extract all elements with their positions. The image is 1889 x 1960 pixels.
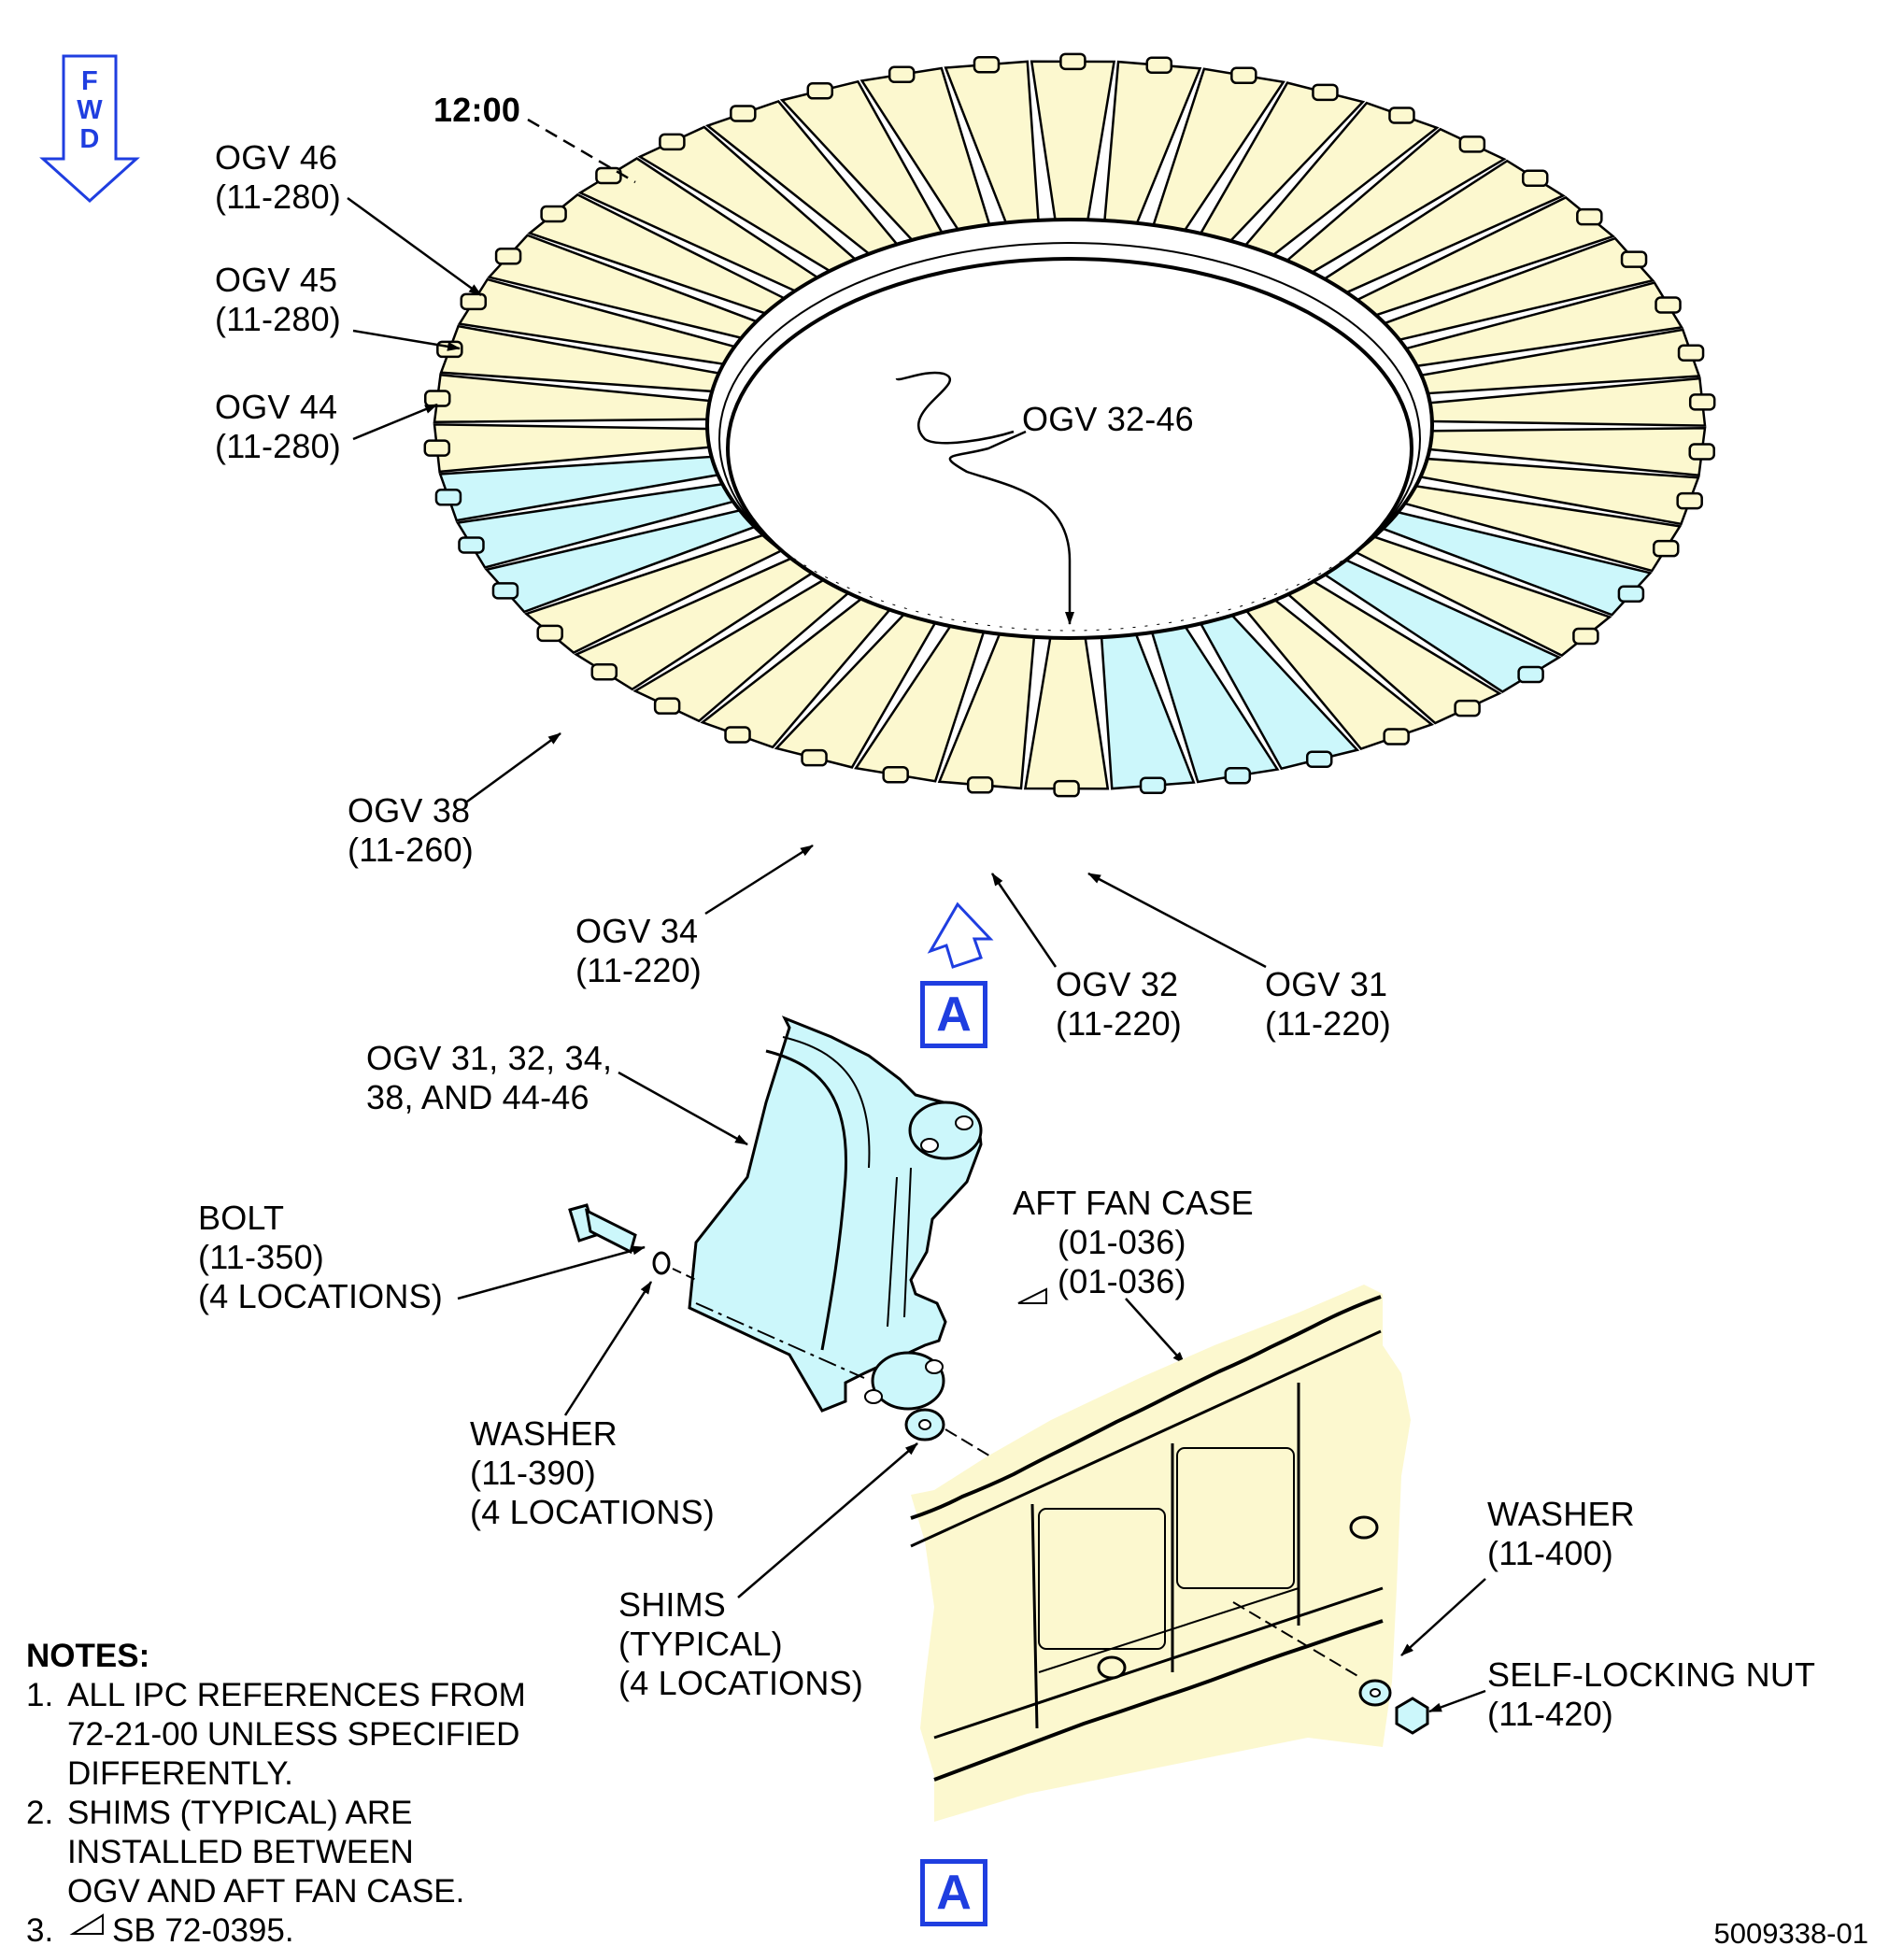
document-number: 5009338-01 [1713,1917,1869,1950]
ogv-flange-tab [882,765,909,784]
ogv-flange-tab [458,536,485,554]
ogv-flange-tab [1517,665,1544,684]
callout-ogv-32-46: OGV 32-46 [1022,400,1194,438]
ogv-flange-tab [888,65,916,83]
ogv-flange-tab [1230,66,1257,85]
ogv-flange-tab [1576,207,1603,226]
ogv-flange-tab [536,624,563,643]
shim-part [904,1408,993,1458]
callout-self-locking-nut: SELF-LOCKING NUT(11-420) [1487,1655,1816,1733]
callout-ogv-32: OGV 32(11-220) [1056,965,1183,1043]
callout-ogv-31: OGV 31(11-220) [1265,965,1392,1043]
callout-ogv-34: OGV 34(11-220) [575,912,703,989]
ogv-flange-tab [1454,699,1481,717]
ogv-flange-tab [1655,296,1682,314]
ogv-flange-tab [424,390,451,407]
delta-symbol-icon [69,1913,104,1935]
ogv-flange-tab [1620,250,1648,268]
fwd-arrow-icon [39,54,140,204]
ogv-flange-tab [973,55,1001,74]
ogv-flange-tab [460,292,488,311]
ogv-flange-tab [494,247,522,265]
ogv-flange-tab [491,582,519,600]
ogv-flange-tab [1224,767,1252,785]
notes-heading: NOTES: [26,1638,150,1674]
aft-fan-case-panel [910,1285,1411,1822]
ogv-flange-tab [1059,52,1087,71]
callout-ogv-46: OGV 46(11-280) [215,138,342,216]
ogv-flange-tab [1388,107,1415,124]
callout-aft-fan-case: AFT FAN CASE (01-036) (01-036) [1013,1184,1254,1300]
ogv-flange-tab [1521,169,1549,188]
ogv-flange-tab [1688,443,1715,461]
callout-ogv-group: OGV 31, 32, 34,38, AND 44-46 [366,1039,613,1116]
washer-400-part [1358,1679,1392,1707]
view-a-label-bottom: A [920,1859,987,1926]
ogv-detail-vane [688,1016,983,1413]
note-item: 3. SB 72-0395. [26,1912,294,1949]
ogv-flange-tab [423,439,451,457]
ogv-flange-tab [966,776,994,794]
ogv-flange-tab [1145,56,1173,74]
clock-position-label: 12:00 [433,91,521,129]
ogv-flange-tab [434,489,462,506]
view-a-label-top: A [920,981,987,1048]
callout-ogv-38: OGV 38(11-260) [348,791,475,869]
self-locking-nut-part [1395,1697,1429,1735]
ogv-flange-tab [1652,539,1680,558]
ogv-vane [1030,60,1116,221]
ogv-flange-tab [595,166,622,185]
ogv-flange-tab [801,748,828,767]
ogv-flange-tab [1053,779,1080,798]
ogv-flange-tab [590,662,618,681]
leader-lines [347,196,1486,1713]
ogv-flange-tab [1139,776,1167,795]
ogv-flange-tab [1688,393,1716,411]
view-a-arrow-icon [927,902,994,969]
callout-bolt: BOLT(11-350)(4 LOCATIONS) [198,1199,443,1315]
ogv-flange-tab [730,105,757,122]
ogv-flange-tab [1383,728,1410,746]
fwd-arrow-letters: F W D [77,66,103,154]
delta-symbol-icon [1017,1287,1047,1304]
fan-case-ring [705,218,1434,640]
bolt-part [568,1203,697,1281]
ogv-flange-tab [1312,83,1339,102]
clock-leader [527,118,636,184]
ogv-flange-tab [1617,585,1645,604]
ogv-flange-tab [806,82,834,100]
ogv-flange-tab [1676,491,1703,510]
ogv-vane [1023,629,1110,790]
callout-washer-11-390: WASHER(11-390)(4 LOCATIONS) [470,1414,715,1531]
ogv-flange-tab [1458,135,1486,153]
callout-ogv-45: OGV 45(11-280) [215,261,342,338]
ogv-flange-tab [1572,627,1599,646]
ogv-flange-tab [659,133,686,151]
callout-ogv-44: OGV 44(11-280) [215,388,342,465]
ogv-flange-tab [1677,344,1705,362]
ogv-flange-tab [653,697,681,715]
ogv-flange-tab [540,205,567,223]
ogv-flange-tab [724,726,751,744]
callout-shims: SHIMS(TYPICAL)(4 LOCATIONS) [618,1585,863,1702]
callout-washer-11-400: WASHER(11-400) [1487,1495,1635,1572]
ogv-flange-tab [1305,750,1333,768]
ogv-vane-ring [423,52,1716,798]
